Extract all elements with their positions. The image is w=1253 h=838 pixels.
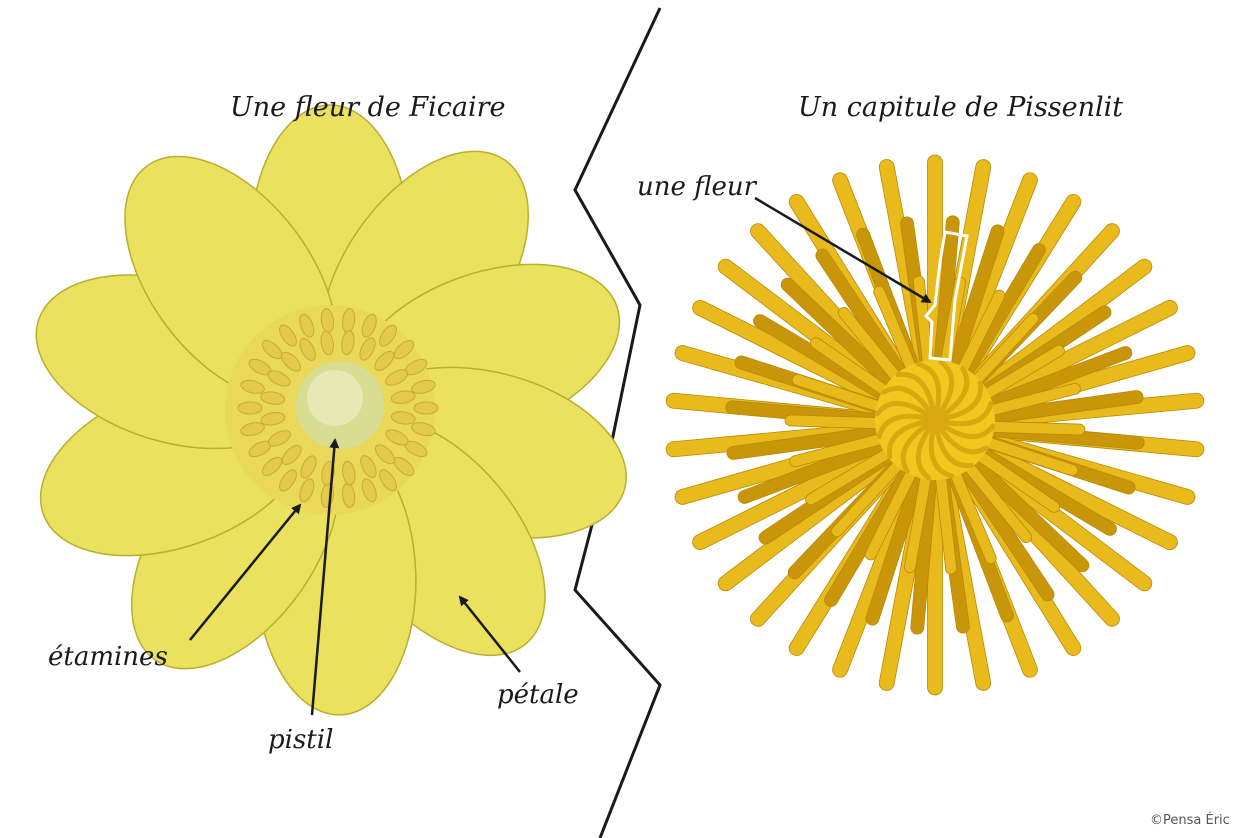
label-stamens: étamines: [48, 642, 168, 672]
copyright-credit: ©Pensa Éric: [1150, 813, 1230, 828]
ficaria-stamen: [238, 402, 262, 414]
title-ficaria: Une fleur de Ficaire: [230, 92, 506, 123]
title-dandelion: Un capitule de Pissenlit: [798, 92, 1123, 123]
label-pistil: pistil: [268, 725, 333, 755]
label-flower: une fleur: [637, 172, 756, 202]
ficaria-pistil-highlight: [307, 370, 363, 426]
dandelion-capitulum: [665, 155, 1204, 695]
ficaria-flower: [15, 105, 645, 718]
label-petal: pétale: [497, 680, 579, 710]
ficaria-stamen: [414, 402, 438, 414]
